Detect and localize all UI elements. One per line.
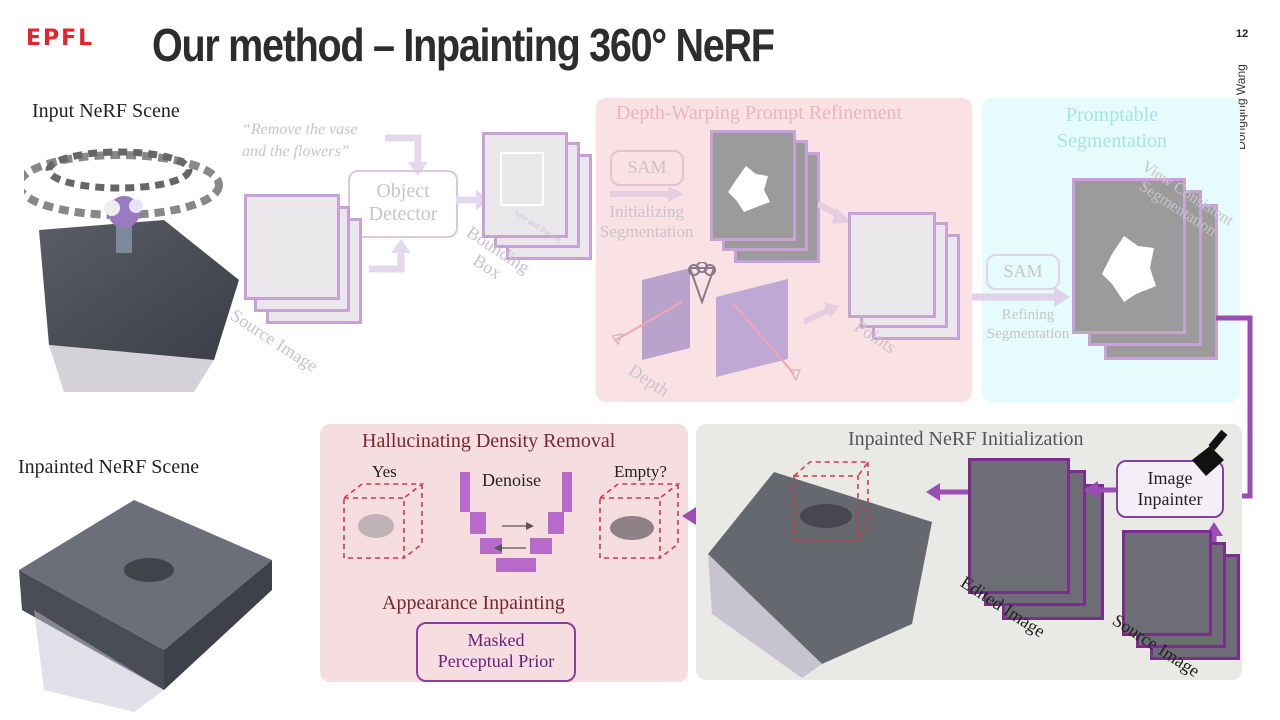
init-seg-label: Initializing Segmentation: [600, 202, 694, 241]
depth-warping-panel: Depth-Warping Prompt Refinement SAM Init…: [596, 98, 972, 402]
halluc-title: Hallucinating Density Removal: [362, 430, 616, 452]
object-detector-box: Object Detector: [348, 170, 458, 238]
input-scene-label: Input NeRF Scene: [32, 100, 180, 122]
mask-to-points-arrow: [818, 201, 852, 224]
prompt-text: “Remove the vase and the flowers”: [242, 121, 358, 160]
denoise-diagram: [460, 472, 572, 572]
source-image-stack-bottom: [1120, 524, 1244, 660]
input-scene-image: [15, 130, 244, 395]
image-inpainter-box: Image Inpainter: [1116, 460, 1224, 518]
init-mask-stack: [708, 128, 828, 278]
init-title: Inpainted NeRF Initialization: [848, 428, 1084, 450]
empty-density-cube: [599, 483, 681, 559]
depth-panel-title: Depth-Warping Prompt Refinement: [616, 102, 903, 124]
prompt-arrow: [385, 134, 428, 176]
hallucinating-density-panel: Hallucinating Density Removal Yes Denois…: [320, 424, 688, 682]
points-to-sam-arrow: [972, 287, 1070, 307]
source-to-detector-arrow: [369, 239, 411, 273]
bounding-box-stack: [480, 130, 600, 260]
depth-rays: [612, 301, 802, 382]
sam-box-2: SAM: [986, 254, 1060, 290]
yes-label: Yes: [372, 462, 397, 481]
source-image-stack-top: [240, 190, 370, 330]
denoise-label: Denoise: [482, 470, 541, 490]
appearance-label: Appearance Inpainting: [382, 592, 565, 614]
promptable-segmentation-panel: Promptable Segmentation SAM Refining Seg…: [982, 98, 1240, 402]
flower-bouquet-icon: [688, 262, 716, 306]
paint-brush-icon: [1192, 429, 1228, 476]
inpainted-init-panel: Inpainted NeRF Initialization Edited Ima…: [696, 424, 1244, 681]
slide-title: Our method – Inpainting 360° NeRF: [152, 19, 775, 71]
sam-box-1: SAM: [610, 150, 684, 186]
inpainted-scene-image: [14, 490, 279, 715]
yes-density-cube: [343, 483, 425, 559]
inpainter-to-edited-arrow: [1084, 481, 1116, 499]
edited-image-stack: [964, 454, 1114, 624]
init-scene-image: [708, 461, 932, 678]
masked-prior-box: Masked Perceptual Prior: [416, 622, 576, 682]
page-number: 12: [1236, 28, 1249, 40]
output-scene-label: Inpainted NeRF Scene: [18, 456, 200, 478]
edited-to-init-arrow: [926, 483, 970, 501]
epfl-logo: EPFL: [26, 26, 95, 51]
sam-arrow-1: [610, 186, 684, 202]
empty-label: Empty?: [614, 462, 667, 481]
refine-seg-label: Refining Segmentation: [986, 307, 1070, 342]
points-stack: [846, 210, 966, 350]
seg-panel-title: Promptable Segmentation: [1057, 104, 1167, 152]
view-consistent-stack: [1070, 174, 1220, 364]
depth-to-points-arrow: [804, 302, 840, 325]
